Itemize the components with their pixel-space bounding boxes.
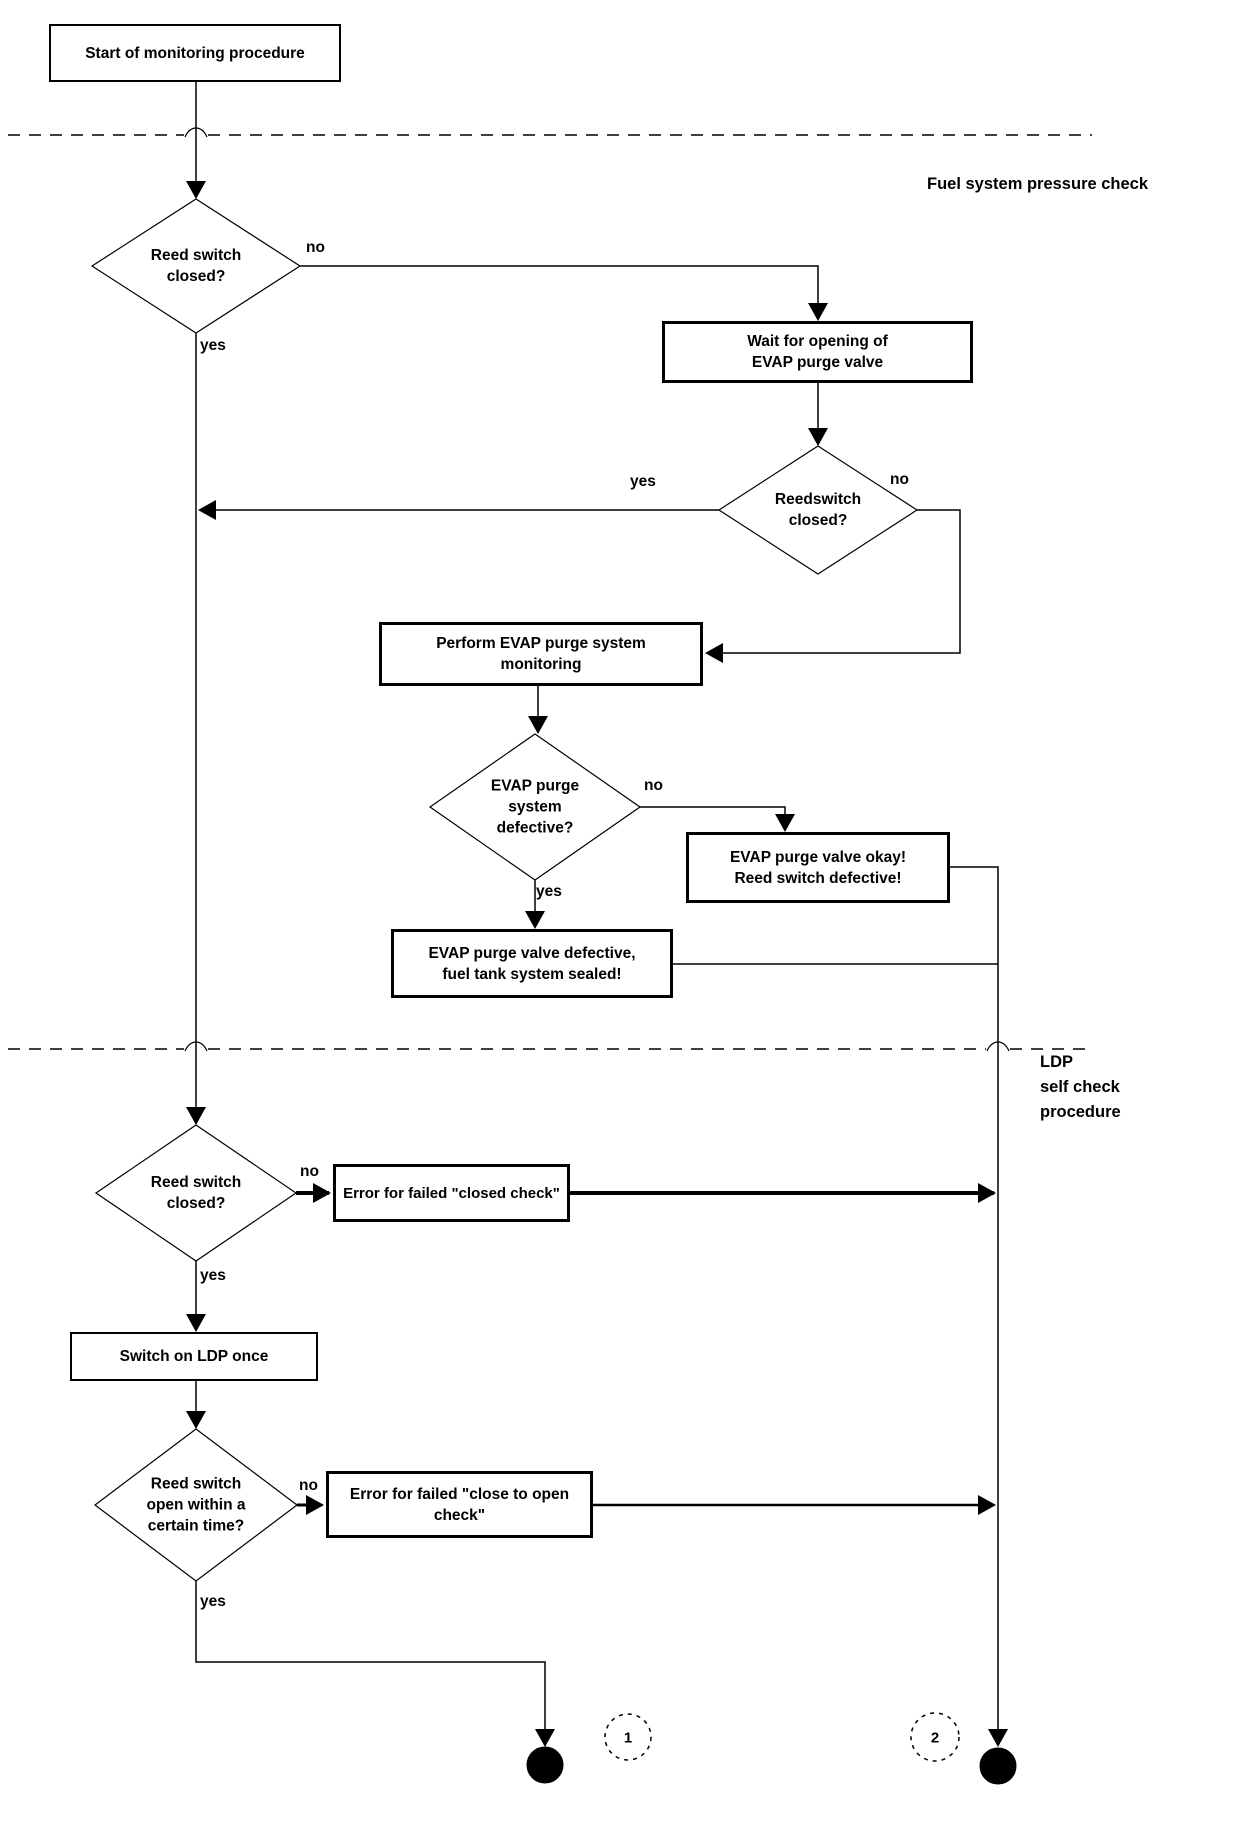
- edge-label-no-2: no: [890, 471, 909, 488]
- edge-label-no-5: no: [299, 1477, 318, 1494]
- edge-label-no-3: no: [644, 777, 663, 794]
- decision-evap-defective-shape: [428, 733, 642, 881]
- decision-evap-defective-label: EVAP purge system defective?: [490, 777, 580, 837]
- switch-on-ldp-label: Switch on LDP once: [119, 1348, 269, 1365]
- decision-diamond-shapes: [90, 198, 919, 1582]
- decision-reedswitch-closed-2-shape: [717, 445, 919, 575]
- flow-connector-lines: [195, 82, 999, 1745]
- decision-reed-switch-closed-3-shape: [94, 1124, 298, 1262]
- connector-1-number: 1: [623, 1729, 633, 1747]
- connector-1-circle: [604, 1713, 652, 1761]
- edge-label-yes-1: yes: [200, 337, 226, 354]
- end-terminals: [526, 1712, 1017, 1785]
- decision-reed-switch-closed-3-label: Reed switch closed?: [150, 1174, 242, 1212]
- section-separator-1: [8, 127, 1092, 138]
- process-error-close-to-open-check: Error for failed "close to open check": [326, 1471, 593, 1538]
- decision-reed-switch-open-shape: [94, 1428, 298, 1582]
- result-evap-valve-defective: EVAP purge valve defective, fuel tank sy…: [391, 929, 673, 998]
- decision-reed-switch-closed-1-shape: [90, 198, 302, 334]
- decision-reed-switch-closed-1-label: Reed switch closed?: [150, 247, 242, 285]
- edge-label-no-4: no: [300, 1163, 319, 1180]
- error-closed-check-label: Error for failed "closed check": [343, 1184, 560, 1202]
- connector-2-circle: [910, 1712, 960, 1762]
- result-evap-valve-okay: EVAP purge valve okay! Reed switch defec…: [686, 832, 950, 903]
- connector-2-number: 2: [930, 1729, 940, 1747]
- edge-label-no-1: no: [306, 239, 325, 256]
- arrowhead-icons: [186, 181, 1008, 1747]
- section-separator-2: [8, 1041, 1092, 1052]
- process-perform-evap-monitoring: Perform EVAP purge system monitoring: [379, 622, 703, 686]
- decision-reedswitch-closed-2-label: Reedswitch closed?: [774, 491, 862, 529]
- edge-label-yes-5: yes: [200, 1593, 226, 1610]
- process-switch-on-ldp: Switch on LDP once: [70, 1332, 318, 1381]
- process-start-label: Start of monitoring procedure: [85, 44, 305, 62]
- decision-reed-switch-open-label: Reed switch open within a certain time?: [146, 1475, 246, 1535]
- process-error-closed-check: Error for failed "closed check": [333, 1164, 570, 1222]
- edge-label-yes-4: yes: [200, 1267, 226, 1284]
- section-label-ldp-self-check: LDP self check procedure: [1040, 1053, 1121, 1121]
- section-label-fuel-pressure-check: Fuel system pressure check: [927, 175, 1149, 193]
- process-wait-evap-open: Wait for opening of EVAP purge valve: [662, 321, 973, 383]
- terminal-end-1: [526, 1746, 564, 1784]
- edge-label-yes-3: yes: [536, 883, 562, 900]
- terminal-end-2: [979, 1747, 1017, 1785]
- process-start: Start of monitoring procedure: [49, 24, 341, 82]
- edge-label-yes-2: yes: [630, 473, 656, 490]
